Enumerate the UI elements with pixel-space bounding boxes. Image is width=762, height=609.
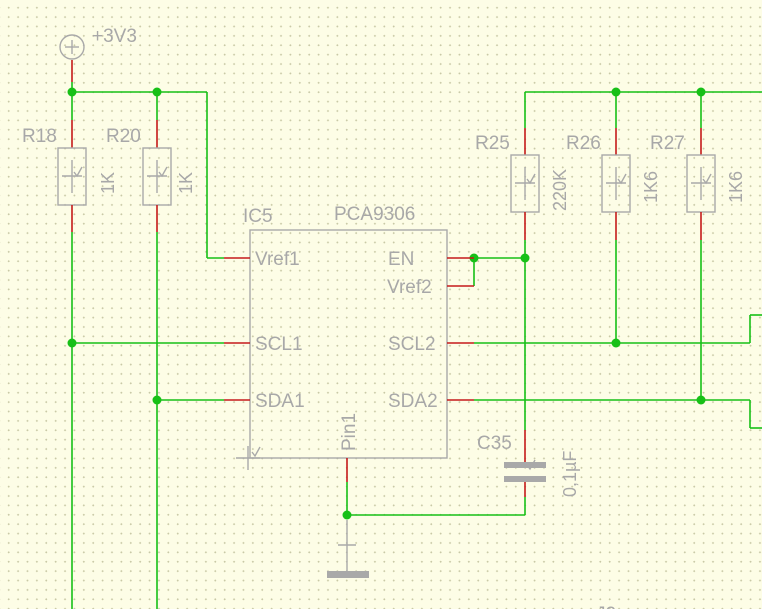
- junction-dot: [520, 253, 530, 263]
- pin-label-sda1: SDA1: [255, 391, 305, 412]
- checkmark-icon: [236, 446, 261, 470]
- resistor-r20[interactable]: R20 1K: [106, 120, 196, 232]
- junctions: [67, 87, 706, 520]
- resistor-value: 220K: [550, 169, 570, 211]
- partial-label: J2: [596, 604, 616, 609]
- checkmark-icon: [158, 166, 168, 178]
- ground-symbol-icon: [327, 520, 369, 578]
- power-symbol-icon: [59, 34, 85, 60]
- pin-label-vref2: Vref2: [387, 277, 432, 298]
- ic-ref: IC5: [243, 206, 273, 227]
- pin-label-scl1: SCL1: [255, 334, 303, 355]
- junction-dot: [152, 395, 162, 405]
- resistor-r18[interactable]: R18 1K: [22, 120, 118, 232]
- resistor-value: 1K: [176, 172, 196, 194]
- pin-label-scl2: SCL2: [388, 334, 436, 355]
- resistor-ref: R27: [650, 133, 685, 154]
- resistor-ref: R26: [566, 133, 601, 154]
- checkmark-icon: [526, 173, 536, 185]
- capacitor-ref: C35: [477, 433, 512, 454]
- pin-label-sda2: SDA2: [388, 391, 438, 412]
- junction-dot: [342, 510, 352, 520]
- resistor-value: 1K6: [726, 171, 746, 203]
- ic-part-number: PCA9306: [334, 204, 415, 225]
- power-label: +3V3: [92, 26, 137, 47]
- pin-label-vref1: Vref1: [255, 249, 300, 270]
- checkmark-icon: [526, 459, 536, 471]
- resistor-ref: R20: [106, 126, 141, 147]
- checkmark-icon: [73, 166, 83, 178]
- pin-label-pin1: Pin1: [339, 413, 360, 451]
- pin-label-en: EN: [388, 249, 414, 270]
- resistor-value: 1K: [98, 172, 118, 194]
- checkmark-icon: [702, 173, 712, 185]
- capacitor-c35[interactable]: C35 0,1µF: [477, 430, 580, 497]
- junction-dot: [611, 338, 621, 348]
- wires: [71, 82, 762, 609]
- resistor-ref: R25: [475, 133, 510, 154]
- junction-dot: [696, 87, 706, 97]
- capacitor-value: 0,1µF: [560, 451, 580, 497]
- resistor-value: 1K6: [641, 171, 661, 203]
- resistor-r27[interactable]: R27 1K6: [650, 128, 746, 240]
- junction-dot: [67, 338, 77, 348]
- ic-pca9306[interactable]: IC5 PCA9306 Vref1 SCL1 SDA1 EN Vref2 SCL…: [224, 204, 474, 482]
- ic-body: [249, 229, 448, 459]
- junction-dot: [67, 87, 77, 97]
- checkmark-icon: [617, 173, 627, 185]
- junction-dot: [152, 87, 162, 97]
- junction-dot: [696, 395, 706, 405]
- resistor-ref: R18: [22, 126, 57, 147]
- junction-dot: [611, 87, 621, 97]
- power-supply-3v3[interactable]: +3V3: [59, 26, 137, 82]
- resistor-r26[interactable]: R26 1K6: [566, 128, 661, 240]
- resistor-r25[interactable]: R25 1K6 220K: [475, 128, 570, 240]
